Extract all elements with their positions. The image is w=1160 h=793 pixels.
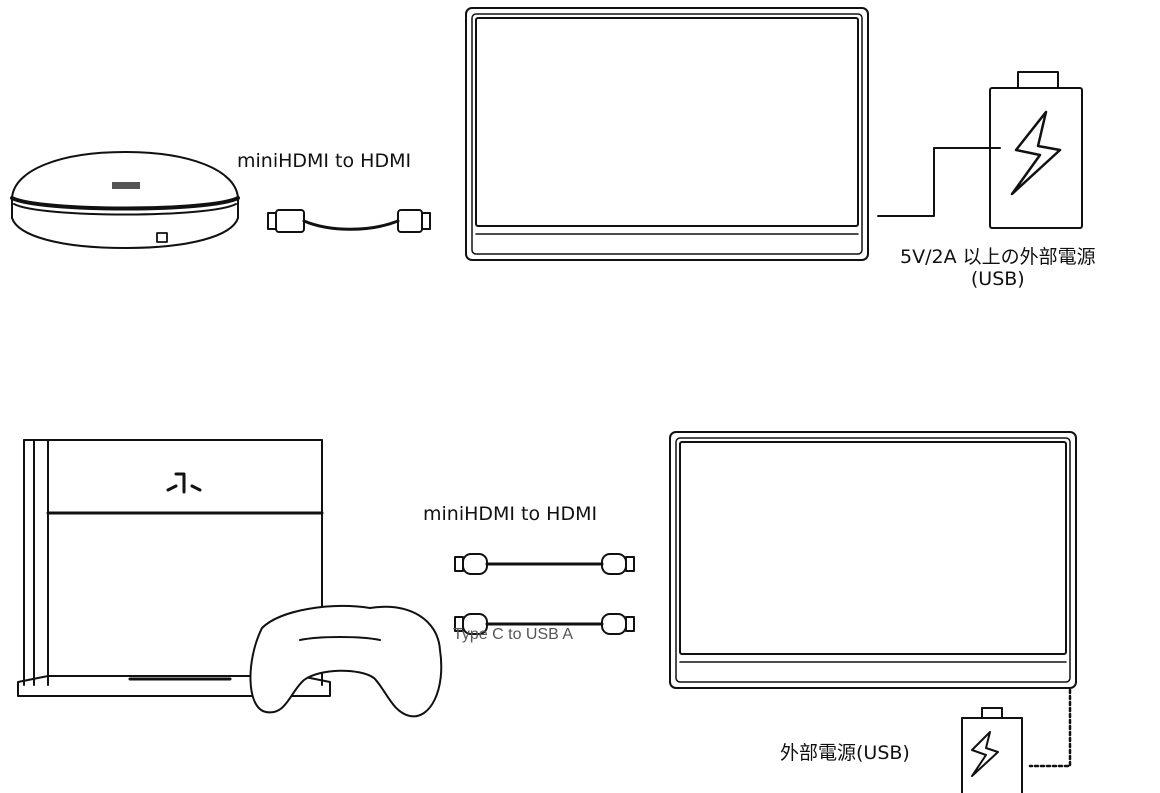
console-logo	[166, 472, 202, 494]
bottom-power-label: 外部電源(USB)	[780, 742, 910, 764]
bottom-usb-cable	[454, 613, 635, 635]
top-power-label-line1: 5V/2A 以上の外部電源	[900, 246, 1096, 268]
top-battery-icon	[989, 71, 1083, 229]
bottom-power-cable	[1028, 688, 1072, 768]
bottom-cable-label: miniHDMI to HDMI	[423, 503, 598, 525]
bottom-monitor	[669, 431, 1077, 689]
top-hdmi-cable	[267, 209, 431, 233]
top-power-label-line2: (USB)	[970, 268, 1025, 290]
top-monitor	[465, 7, 869, 261]
bottom-battery-icon	[961, 707, 1023, 793]
game-console	[17, 439, 331, 697]
game-controller	[249, 605, 443, 718]
top-power-label: 5V/2A 以上の外部電源 (USB)	[900, 246, 1096, 290]
set-top-box	[10, 151, 240, 249]
top-power-cable	[877, 147, 1001, 217]
set-top-box-led	[156, 232, 168, 243]
top-cable-label: miniHDMI to HDMI	[237, 150, 412, 172]
bottom-hdmi-cable	[454, 553, 635, 575]
bottom-usb-cable-label: Type C to USB A	[453, 626, 574, 643]
set-top-box-logo	[112, 182, 140, 189]
